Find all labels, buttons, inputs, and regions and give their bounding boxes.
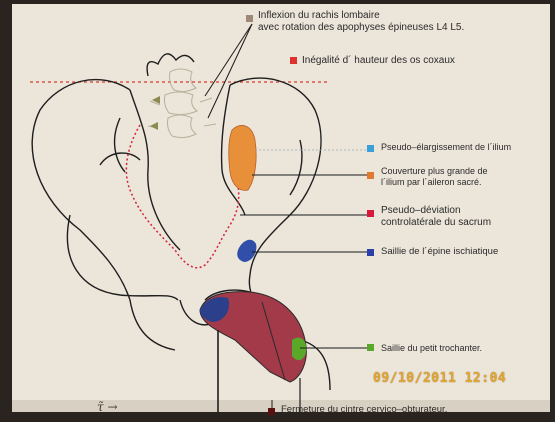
sacral-wing-region bbox=[229, 125, 256, 190]
marker-coxaux bbox=[290, 57, 297, 64]
label-rachis: Inflexion du rachis lombaire avec rotati… bbox=[258, 10, 464, 34]
label-couverture: Couverture plus grande de l´ilium par l´… bbox=[381, 166, 488, 188]
marker-epine bbox=[367, 249, 374, 256]
marker-couverture bbox=[367, 172, 374, 179]
marker-deviation bbox=[367, 210, 374, 217]
label-deviation: Pseudo–déviation controlatérale du sacru… bbox=[381, 205, 491, 229]
marker-elargissement bbox=[367, 145, 374, 152]
lesser-trochanter-region bbox=[292, 338, 306, 360]
label-cintre: Fermeture du cintre cervico–obturateur. bbox=[281, 404, 447, 416]
marker-trochanter bbox=[367, 344, 374, 351]
handwritten-mark: τ̃ → bbox=[97, 400, 118, 414]
label-coxaux: Inégalité d´ hauteur des os coxaux bbox=[302, 55, 455, 67]
label-elargissement: Pseudo–élargissement de l´ilium bbox=[381, 141, 511, 153]
marker-rachis bbox=[246, 15, 253, 22]
label-trochanter: Saillie du petit trochanter. bbox=[381, 342, 482, 354]
marker-cintre bbox=[268, 408, 275, 415]
label-epine: Saillie de l´épine ischiatique bbox=[381, 246, 498, 258]
photo-timestamp: 09/10/2011 12:04 bbox=[373, 371, 506, 386]
